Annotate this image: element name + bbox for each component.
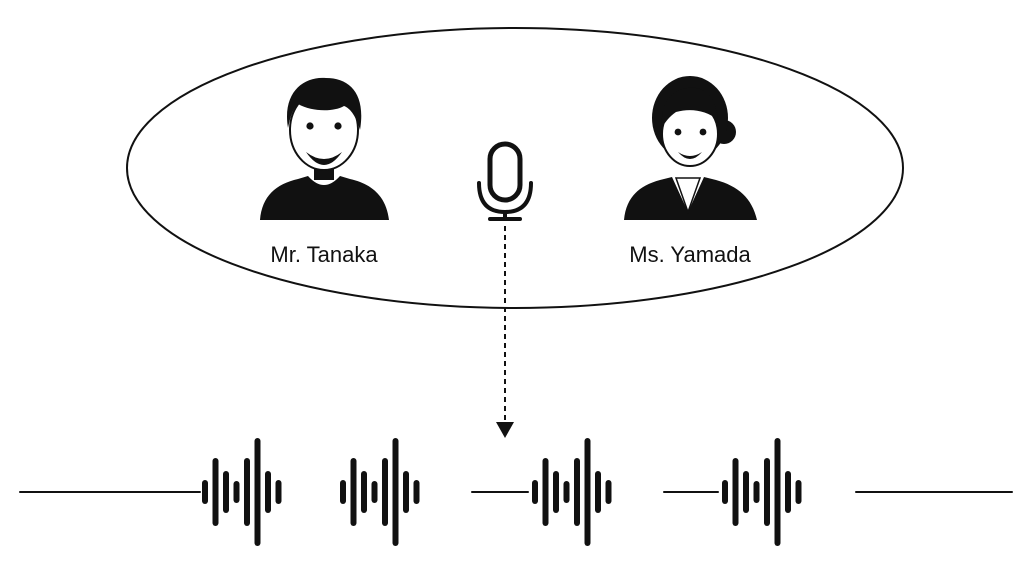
conversation-ellipse [126, 27, 904, 309]
dashed-arrow-down-icon [496, 226, 514, 438]
speaker-name-tanaka: Mr. Tanaka [270, 242, 378, 267]
woman-avatar-icon [624, 76, 757, 220]
speaker-name-yamada: Ms. Yamada [629, 242, 751, 267]
man-avatar-icon [260, 77, 389, 220]
audio-waveform-icon [19, 438, 1013, 546]
microphone-icon [477, 141, 533, 221]
